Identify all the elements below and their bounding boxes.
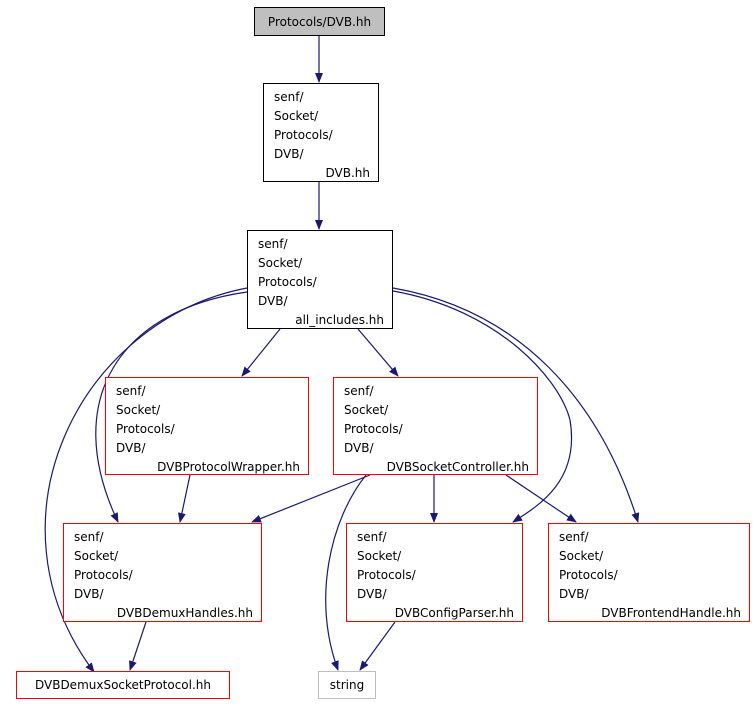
edge-demux-to-demuxprotocol — [129, 621, 147, 671]
node-protocols-dvb-hh[interactable]: Protocols/DVB.hh — [254, 7, 385, 36]
node-label-line: Socket/ — [274, 109, 319, 123]
node-label-line: Protocols/ — [74, 568, 133, 582]
node-label: string — [329, 678, 365, 692]
node-label-line: senf/ — [357, 530, 387, 544]
edge-all-to-frontend — [392, 287, 640, 523]
node-label-line: DVB.hh — [325, 166, 371, 180]
node-label-line: senf/ — [116, 384, 146, 398]
node-label-line: all_includes.hh — [295, 313, 384, 327]
node-label-line: DVBProtocolWrapper.hh — [157, 460, 300, 474]
node-label-line: Protocols/ — [258, 275, 317, 289]
node-label-line: Socket/ — [74, 549, 119, 563]
node-label-line: DVB/ — [559, 587, 589, 601]
node-label-line: Protocols/ — [274, 128, 333, 142]
edge-all-to-wrapper — [241, 328, 281, 377]
edge-all-to-config — [392, 290, 573, 523]
node-label-line: Protocols/ — [357, 568, 416, 582]
node-label: DVBDemuxSocketProtocol.hh — [34, 678, 212, 692]
edge-all-to-controller — [357, 328, 399, 377]
edge-config-to-string — [359, 621, 396, 671]
node-label-line: Protocols/ — [559, 568, 618, 582]
node-label-line: DVBConfigParser.hh — [394, 606, 514, 620]
node-label-line: Socket/ — [344, 403, 389, 417]
node-label-line: DVBSocketController.hh — [386, 460, 529, 474]
node-string[interactable]: string — [318, 671, 376, 699]
node-dvb-demux-socket-protocol-hh[interactable]: DVBDemuxSocketProtocol.hh — [16, 671, 230, 699]
edge-all-to-demux — [95, 291, 248, 523]
edge-all-to-demuxprotocol — [44, 287, 248, 673]
node-all-includes-hh[interactable]: senf/ Socket/ Protocols/ DVB/ all_includ… — [247, 230, 393, 329]
node-dvb-frontend-handle-hh[interactable]: senf/ Socket/ Protocols/ DVB/ DVBFronten… — [548, 523, 750, 622]
node-label-line: Socket/ — [116, 403, 161, 417]
node-dvb-protocol-wrapper-hh[interactable]: senf/ Socket/ Protocols/ DVB/ DVBProtoco… — [105, 377, 309, 475]
node-label-line: Socket/ — [559, 549, 604, 563]
node-label-line: senf/ — [559, 530, 589, 544]
node-label-line: DVB/ — [74, 587, 104, 601]
node-label-line: DVB/ — [344, 441, 374, 455]
node-label-line: Protocols/ — [116, 422, 175, 436]
node-dvb-config-parser-hh[interactable]: senf/ Socket/ Protocols/ DVB/ DVBConfigP… — [346, 523, 523, 622]
node-label-line: senf/ — [74, 530, 104, 544]
node-label-line: DVB/ — [116, 441, 146, 455]
node-label-line: DVB/ — [274, 147, 304, 161]
edge-wrapper-to-demux — [177, 474, 191, 523]
node-label-line: DVB/ — [357, 587, 387, 601]
node-label-line: senf/ — [274, 90, 304, 104]
node-label: Protocols/DVB.hh — [267, 14, 372, 29]
node-label-line: DVBFrontendHandle.hh — [601, 606, 741, 620]
node-label-line: Protocols/ — [344, 422, 403, 436]
node-label-line: DVB/ — [258, 294, 288, 308]
node-label-line: senf/ — [258, 237, 288, 251]
edge-controller-to-string — [325, 474, 367, 671]
edge-controller-to-frontend — [505, 474, 577, 523]
node-dvb-hh[interactable]: senf/ Socket/ Protocols/ DVB/ DVB.hh — [263, 83, 379, 182]
node-dvb-socket-controller-hh[interactable]: senf/ Socket/ Protocols/ DVB/ DVBSocketC… — [333, 377, 538, 475]
edge-controller-to-demux — [251, 474, 371, 523]
node-label-line: Socket/ — [357, 549, 402, 563]
node-label-line: senf/ — [344, 384, 374, 398]
node-label-line: Socket/ — [258, 256, 303, 270]
node-dvb-demux-handles-hh[interactable]: senf/ Socket/ Protocols/ DVB/ DVBDemuxHa… — [63, 523, 262, 622]
node-label-line: DVBDemuxHandles.hh — [116, 606, 253, 620]
